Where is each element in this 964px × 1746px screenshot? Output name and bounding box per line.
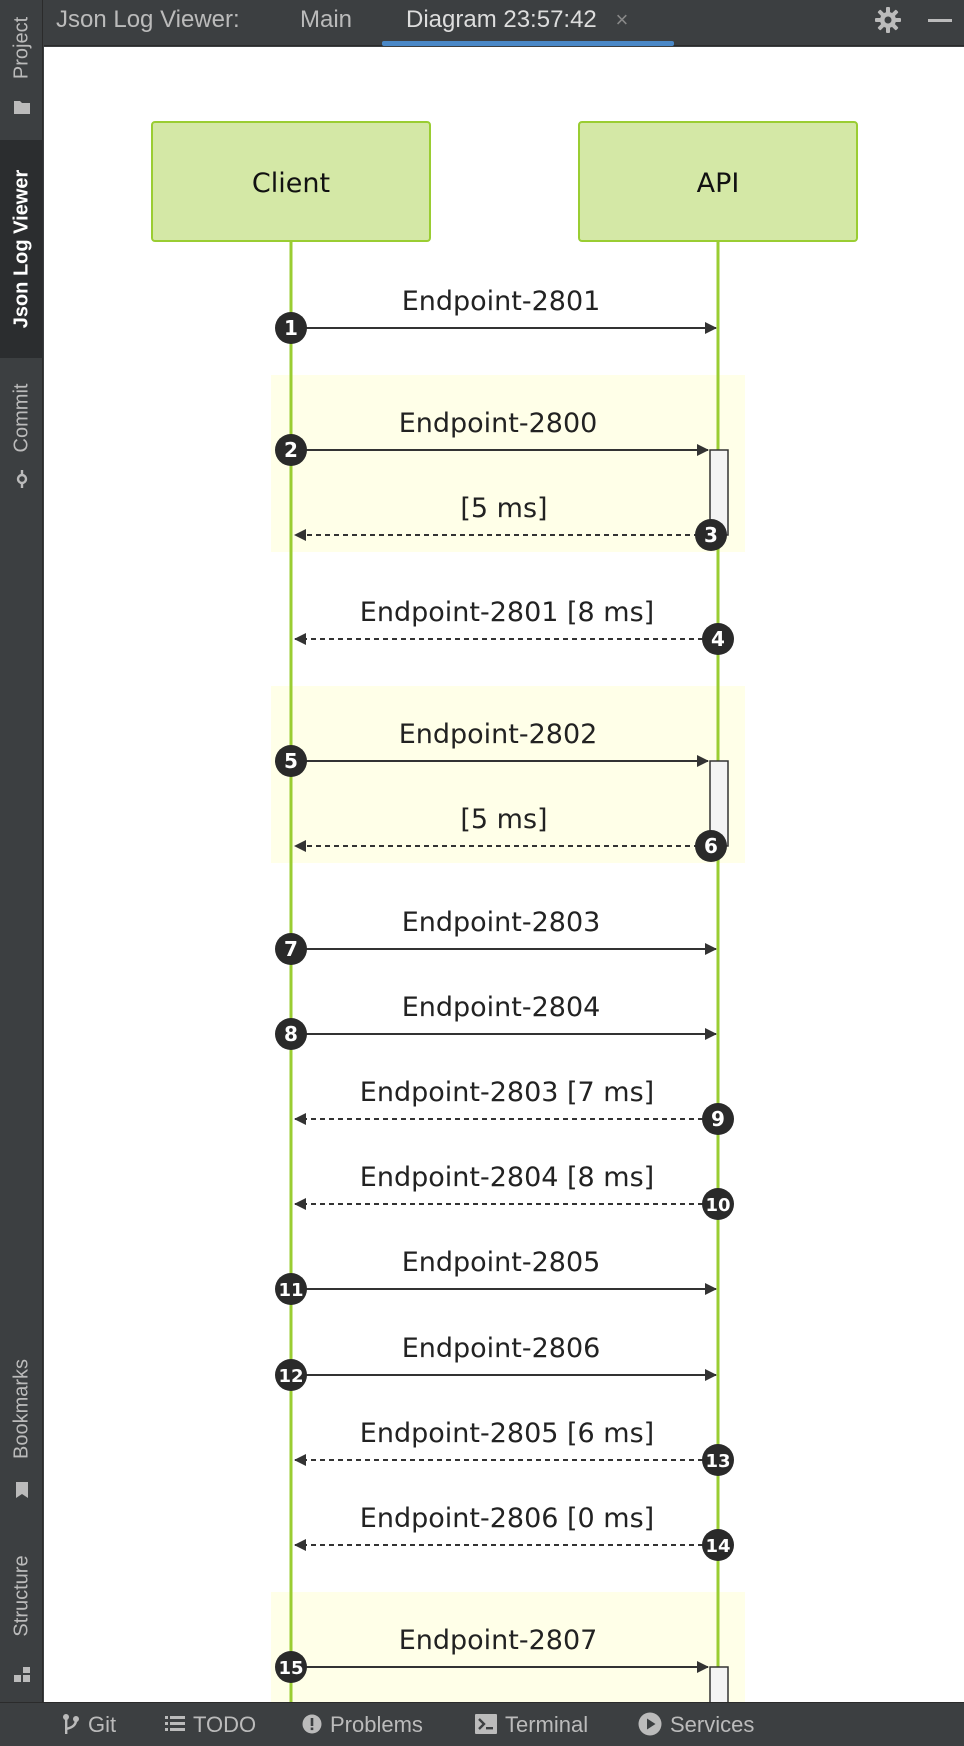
sidebar-item-label: Structure — [10, 1555, 32, 1637]
message-label: Endpoint-2801 — [402, 286, 601, 317]
message-label: Endpoint-2803 — [402, 907, 601, 938]
step-number: 15 — [278, 1658, 303, 1679]
sidebar-item-project[interactable]: Project — [0, 0, 43, 125]
step-badge — [275, 312, 307, 344]
message-label: Endpoint-2803 [7 ms] — [360, 1077, 654, 1108]
tool-window-header: Json Log Viewer: Main Diagram 23:57:42 × — [44, 0, 964, 46]
message-label: Endpoint-2804 — [402, 992, 601, 1023]
close-icon[interactable]: × — [615, 7, 629, 32]
tab-diagram[interactable]: Diagram 23:57:42 × — [406, 0, 628, 46]
step-number: 3 — [704, 523, 718, 547]
participant-label: Client — [252, 168, 330, 199]
tab-diagram-label: Diagram 23:57:42 — [406, 6, 597, 33]
left-tool-strip: Project Json Log Viewer Commit Bookmarks… — [0, 0, 43, 1702]
sidebar-item-json-log-viewer[interactable]: Json Log Viewer — [0, 140, 43, 358]
bottom-tab-label: TODO — [193, 1712, 257, 1737]
step-badge — [702, 1103, 734, 1135]
problems-icon — [302, 1714, 322, 1734]
step-badge — [695, 830, 727, 862]
tool-window-title: Json Log Viewer: — [56, 6, 240, 33]
message-label: Endpoint-2805 — [402, 1247, 601, 1278]
message-label: Endpoint-2805 [6 ms] — [360, 1418, 654, 1449]
folder-icon — [14, 101, 30, 114]
step-number: 10 — [705, 1195, 730, 1216]
step-badge — [695, 519, 727, 551]
step-number: 11 — [278, 1280, 303, 1301]
bottom-tab-label: Terminal — [505, 1712, 589, 1737]
message-label: Endpoint-2804 [8 ms] — [360, 1162, 654, 1193]
step-number: 4 — [711, 627, 725, 651]
step-badge — [702, 1529, 734, 1561]
step-number: 14 — [705, 1536, 730, 1557]
step-number: 5 — [284, 749, 298, 773]
step-badge — [275, 1359, 307, 1391]
step-number: 6 — [704, 834, 718, 858]
gear-icon[interactable] — [874, 6, 902, 34]
structure-icon — [14, 1667, 30, 1682]
bottom-tab-services[interactable]: Services — [638, 1703, 754, 1746]
step-number: 13 — [705, 1451, 730, 1472]
tab-main[interactable]: Main — [300, 6, 353, 33]
step-badge — [275, 745, 307, 777]
commit-icon — [16, 470, 28, 488]
bottom-tool-bar: Git TODO Problems Terminal Services — [0, 1702, 964, 1746]
message-label: Endpoint-2802 — [399, 719, 598, 750]
sidebar-item-label: Json Log Viewer — [10, 169, 32, 329]
message-label: Endpoint-2806 — [402, 1333, 601, 1364]
bottom-tab-label: Problems — [330, 1712, 423, 1737]
step-number: 8 — [284, 1022, 298, 1046]
bottom-tab-terminal[interactable]: Terminal — [475, 1703, 588, 1746]
step-badge — [702, 1444, 734, 1476]
terminal-icon — [475, 1714, 497, 1735]
step-badge — [275, 434, 307, 466]
step-badge — [275, 933, 307, 965]
step-number: 1 — [284, 316, 298, 340]
step-badge — [275, 1651, 307, 1683]
sidebar-item-label: Project — [10, 16, 32, 80]
message-label: [5 ms] — [460, 493, 547, 524]
active-tab-indicator — [382, 41, 674, 46]
step-number: 12 — [278, 1366, 303, 1387]
sidebar-item-structure[interactable]: Structure — [0, 1540, 43, 1700]
list-icon — [165, 1716, 185, 1732]
bottom-tab-git[interactable]: Git — [62, 1703, 116, 1746]
bottom-tab-todo[interactable]: TODO — [165, 1703, 256, 1746]
step-number: 9 — [711, 1107, 725, 1131]
call-group-box — [271, 686, 745, 863]
minimize-icon[interactable] — [928, 19, 952, 22]
message-label: [5 ms] — [460, 804, 547, 835]
step-number: 2 — [284, 438, 298, 462]
step-badge — [275, 1018, 307, 1050]
sidebar-item-bookmarks[interactable]: Bookmarks — [0, 1345, 43, 1507]
participant-label: API — [697, 168, 740, 199]
step-badge — [275, 1273, 307, 1305]
sidebar-item-commit[interactable]: Commit — [0, 370, 43, 495]
call-group-box — [271, 1592, 745, 1702]
activation-bar — [709, 1666, 729, 1702]
step-badge — [702, 623, 734, 655]
bottom-tab-problems[interactable]: Problems — [302, 1703, 423, 1746]
services-icon — [638, 1712, 662, 1736]
step-badge — [702, 1188, 734, 1220]
message-label: Endpoint-2807 — [399, 1625, 598, 1656]
message-label: Endpoint-2800 — [399, 408, 598, 439]
git-branch-icon — [63, 1714, 79, 1735]
sidebar-item-label: Commit — [10, 383, 32, 453]
bookmark-icon — [16, 1482, 28, 1498]
sidebar-item-label: Bookmarks — [10, 1358, 32, 1460]
message-label: Endpoint-2806 [0 ms] — [360, 1503, 654, 1534]
call-group-box — [271, 375, 745, 552]
bottom-tab-label: Services — [670, 1712, 755, 1737]
step-number: 7 — [284, 937, 298, 961]
bottom-tab-label: Git — [88, 1712, 117, 1737]
message-label: Endpoint-2801 [8 ms] — [360, 597, 654, 628]
